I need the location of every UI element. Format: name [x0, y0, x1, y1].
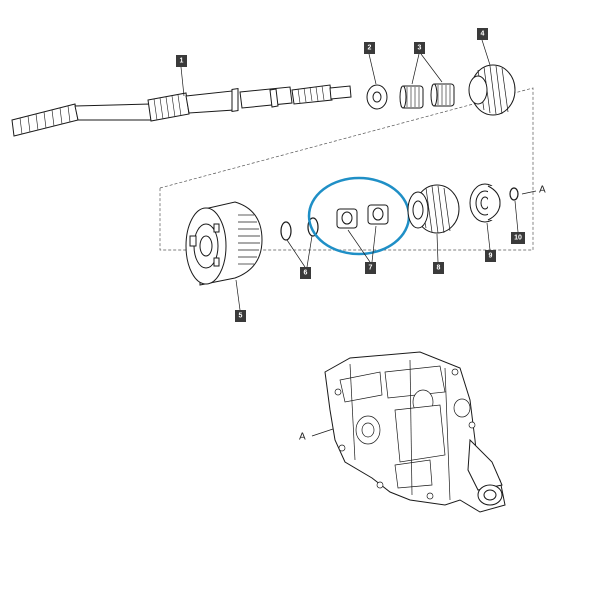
- svg-text:1: 1: [180, 58, 184, 65]
- svg-text:6: 6: [304, 270, 308, 277]
- callout-5: 5: [235, 310, 246, 322]
- part-5-clutch-drum: [185, 201, 263, 286]
- svg-text:4: 4: [481, 31, 485, 38]
- callout-1: 1: [176, 55, 187, 67]
- callout-10: 10: [511, 232, 525, 244]
- part-7-needle-bearings: [336, 204, 389, 229]
- svg-text:5: 5: [239, 313, 243, 320]
- svg-text:7: 7: [369, 265, 373, 272]
- leader-lines: [180, 39, 537, 437]
- assembly-guide-lines: [159, 87, 534, 251]
- reference-a-housing: A: [299, 432, 306, 443]
- part-4-spur-gear: [468, 64, 516, 116]
- reference-a-top: A: [539, 185, 546, 196]
- part-9-ball-bearing: [469, 183, 501, 223]
- callout-7: 7: [365, 262, 376, 274]
- svg-text:8: 8: [437, 265, 441, 272]
- transmission-housing: [324, 351, 506, 513]
- svg-text:2: 2: [368, 45, 372, 52]
- part-2-thrust-washer: [366, 84, 388, 110]
- callout-8: 8: [433, 262, 444, 274]
- part-8-clutch-gear: [407, 184, 460, 234]
- callout-2: 2: [364, 42, 375, 54]
- callout-6: 6: [300, 267, 311, 279]
- highlight-circle: [307, 176, 411, 256]
- svg-text:3: 3: [418, 45, 422, 52]
- svg-text:9: 9: [489, 253, 493, 260]
- part-10-retaining-ring: [509, 187, 519, 201]
- part-1-main-shaft: [11, 84, 352, 137]
- callout-3: 3: [414, 42, 425, 54]
- part-6-snap-rings: [280, 217, 319, 241]
- callout-4: 4: [477, 28, 488, 40]
- svg-text:10: 10: [514, 235, 522, 242]
- part-3-needle-bearings: [399, 83, 455, 109]
- callout-9: 9: [485, 250, 496, 262]
